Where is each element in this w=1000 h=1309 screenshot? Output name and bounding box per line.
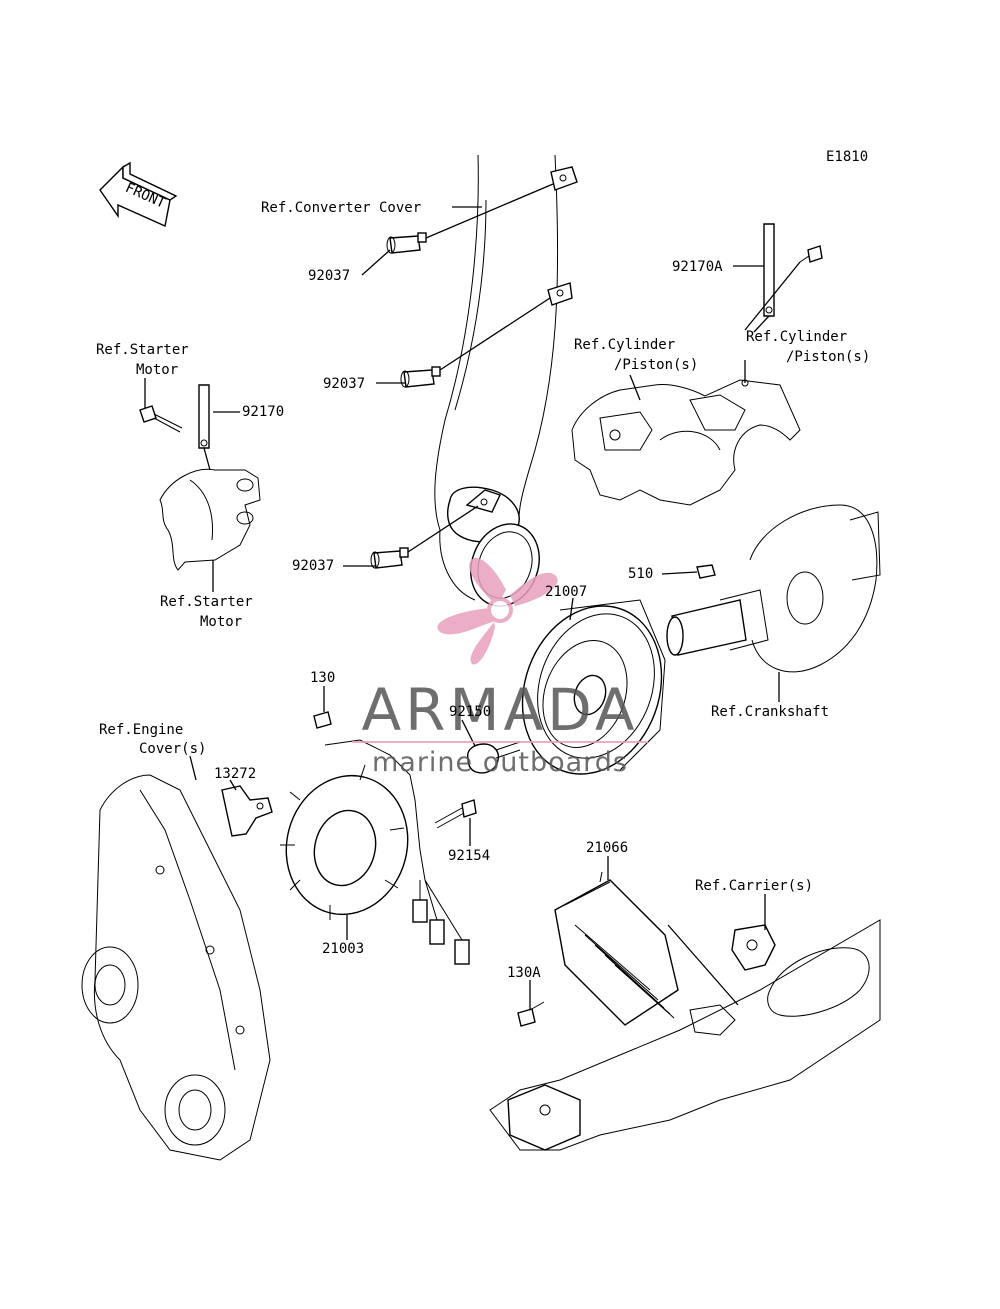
clamp-92037-c xyxy=(370,547,409,569)
clamp-92037-b xyxy=(400,366,441,388)
clamp-92037-a xyxy=(386,232,427,254)
watermark-brand: ARMADA xyxy=(361,676,638,744)
engine-cover xyxy=(81,774,271,1161)
label-92150: 92150 xyxy=(449,704,491,720)
bolt-92150 xyxy=(467,741,521,774)
key-510 xyxy=(696,564,716,579)
label-92170a: 92170A xyxy=(672,259,723,275)
screw-130 xyxy=(313,711,332,729)
crankshaft xyxy=(666,504,881,673)
label-ref-carrier: Ref.Carrier(s) xyxy=(695,878,813,894)
starter-bolt xyxy=(139,405,183,433)
label-ref-starter-top-line2: Motor xyxy=(136,362,178,378)
cylinder-piston-assembly xyxy=(571,379,801,506)
label-92154: 92154 xyxy=(448,848,490,864)
label-ref-crankshaft: Ref.Crankshaft xyxy=(711,704,829,720)
label-21066: 21066 xyxy=(586,840,628,856)
propeller-logo-icon xyxy=(437,557,558,665)
label-92037-c: 92037 xyxy=(292,558,334,574)
label-ref-cylinder-2-line1: Ref.Cylinder xyxy=(746,329,847,345)
label-ref-cylinder-1-line1: Ref.Cylinder xyxy=(574,337,675,353)
label-130: 130 xyxy=(310,670,335,686)
label-ref-converter-cover: Ref.Converter Cover xyxy=(261,200,421,216)
converter-cover-duct xyxy=(434,154,578,607)
bolt-92154 xyxy=(434,799,477,829)
label-92170: 92170 xyxy=(242,404,284,420)
screw-130a xyxy=(517,1001,545,1027)
label-ref-engine-line2: Cover(s) xyxy=(139,741,206,757)
labels: Ref.Converter Cover 92037 92037 92037 92… xyxy=(96,200,870,981)
watermark: ARMADA marine outboards xyxy=(352,557,648,778)
regulator-21066 xyxy=(554,871,679,1026)
label-21007: 21007 xyxy=(545,584,587,600)
label-ref-starter-bottom-line1: Ref.Starter xyxy=(160,594,253,610)
bolt-right-cylinder xyxy=(799,245,823,263)
label-21003: 21003 xyxy=(322,941,364,957)
watermark-tagline: marine outboards xyxy=(372,747,628,778)
stator-21003 xyxy=(280,739,470,965)
bracket-13272 xyxy=(221,785,273,837)
label-ref-starter-top-line1: Ref.Starter xyxy=(96,342,189,358)
starter-motor-housing xyxy=(159,468,261,571)
label-ref-starter-bottom-line2: Motor xyxy=(200,614,242,630)
leader-lines xyxy=(144,183,801,1010)
front-arrow-icon: FRONT xyxy=(99,161,178,227)
diagram-code: E1810 xyxy=(826,149,868,165)
label-92037-b: 92037 xyxy=(323,376,365,392)
strap-92170 xyxy=(198,384,210,449)
carrier-frame xyxy=(489,919,881,1151)
label-ref-engine-line1: Ref.Engine xyxy=(99,722,183,738)
strap-92170a xyxy=(763,223,775,317)
label-ref-cylinder-1-line2: /Piston(s) xyxy=(614,357,698,373)
label-13272: 13272 xyxy=(214,766,256,782)
label-92037-a: 92037 xyxy=(308,268,350,284)
label-ref-cylinder-2-line2: /Piston(s) xyxy=(786,349,870,365)
flywheel-rotor-21007 xyxy=(521,599,666,775)
label-130a: 130A xyxy=(507,965,541,981)
label-510: 510 xyxy=(628,566,653,582)
